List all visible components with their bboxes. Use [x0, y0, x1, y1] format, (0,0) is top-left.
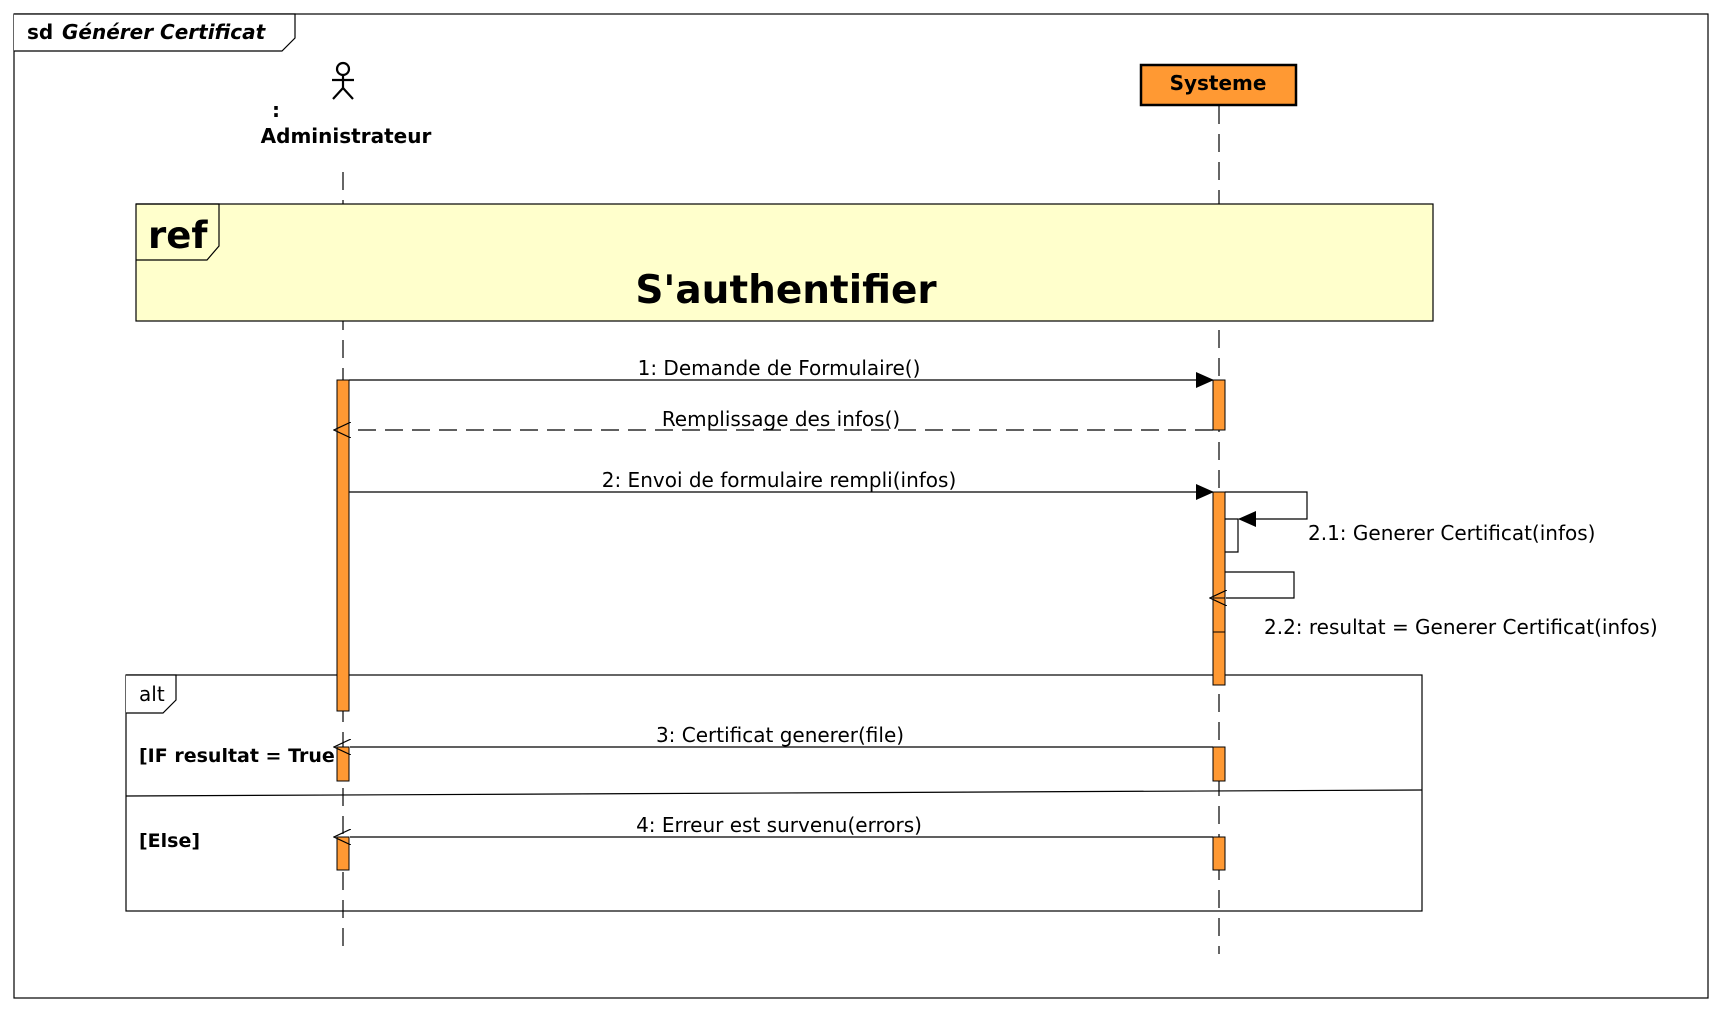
- actor-activation-true: [336, 746, 350, 782]
- message-4-label: 4: Erreur est survenu(errors): [636, 813, 922, 837]
- actor-activation-else: [336, 836, 350, 871]
- system-head: Systeme: [1139, 63, 1298, 107]
- sd-keyword: sd: [27, 20, 53, 44]
- self-call-nested-box: [1225, 518, 1239, 553]
- sd-title: Générer Certificat: [62, 20, 267, 44]
- alt-separator: [125, 789, 1423, 797]
- message-2-1-arrow: [1225, 491, 1308, 527]
- ref-keyword: ref: [148, 214, 208, 257]
- actor-name: Administrateur: [261, 124, 432, 148]
- alt-fragment: alt [IF resultat = True [Else]: [125, 674, 1423, 912]
- message-1-label: 1: Demande de Formulaire(): [638, 356, 921, 380]
- actor-colon: :: [272, 98, 280, 122]
- actor-activation-main: [336, 379, 350, 712]
- actor-stick-figure-icon: [332, 61, 354, 100]
- alt-keyword: alt: [139, 682, 165, 706]
- ref-label: S'authentifier: [635, 268, 937, 313]
- message-2-2-arrow: [1225, 571, 1295, 598]
- system-activation-else: [1212, 836, 1226, 871]
- message-return-label: Remplissage des infos(): [662, 407, 900, 431]
- alt-guard-else: [Else]: [139, 830, 200, 852]
- alt-guard-true: [IF resultat = True: [139, 745, 335, 767]
- system-activation-true: [1212, 746, 1226, 782]
- message-2-2-label: 2.2: resultat = Generer Certificat(infos…: [1264, 615, 1658, 639]
- ref-fragment: ref S'authentifier: [135, 203, 1434, 322]
- system-activation-2: [1212, 491, 1226, 686]
- message-2-1-label: 2.1: Generer Certificat(infos): [1308, 521, 1595, 545]
- sd-frame: sd Générer Certificat: [13, 13, 1709, 999]
- system-activation-1: [1212, 379, 1226, 431]
- message-3-label: 3: Certificat generer(file): [656, 723, 904, 747]
- system-name: Systeme: [1170, 71, 1267, 95]
- message-2-label: 2: Envoi de formulaire rempli(infos): [602, 468, 957, 492]
- actor-administrateur: : Administrateur: [261, 61, 432, 148]
- activations: [336, 379, 1226, 871]
- system-activation-nested: [1212, 597, 1226, 633]
